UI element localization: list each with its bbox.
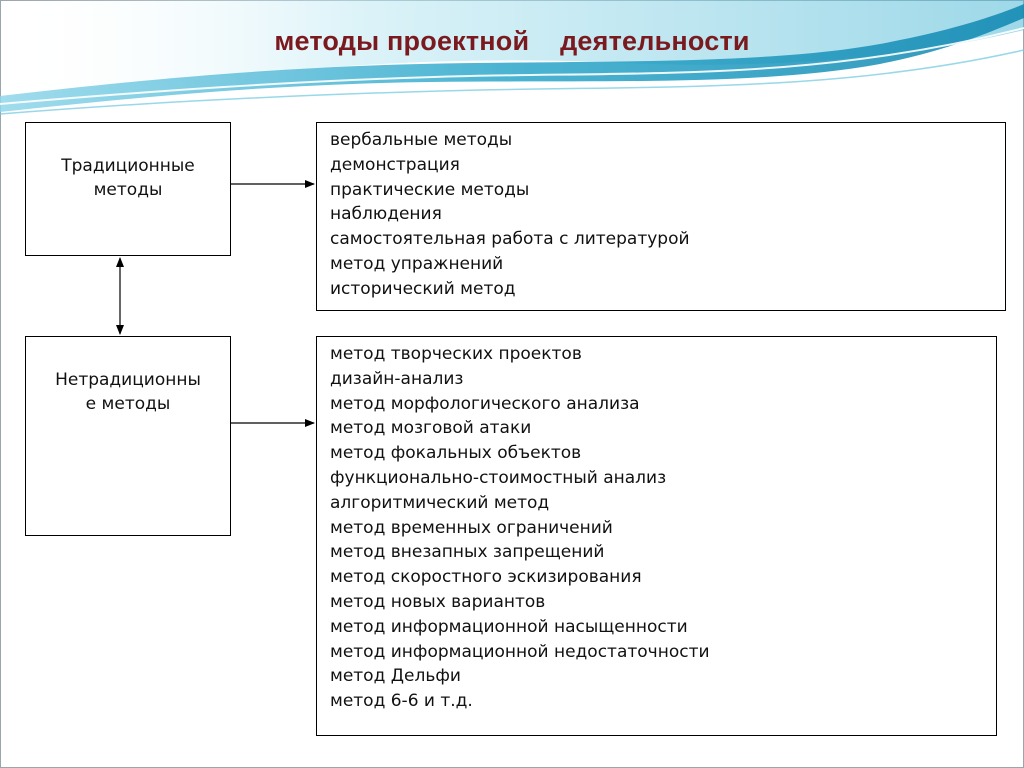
list-item: метод 6-6 и т.д. — [330, 691, 473, 712]
nontraditional-methods-list: метод творческих проектов дизайн-анализ … — [330, 342, 710, 714]
list-item: исторический метод — [330, 278, 516, 299]
traditional-label-line-2: методы — [93, 180, 163, 200]
list-item: функционально-стоимостный анализ — [330, 467, 667, 488]
traditional-methods-list-box — [316, 122, 1006, 311]
nontraditional-methods-list-box — [316, 336, 997, 736]
nontraditional-methods-box — [25, 336, 231, 536]
list-item: дизайн-анализ — [330, 368, 464, 389]
slide-title: методы проектной деятельности — [274, 26, 750, 56]
nontraditional-label-line-2: е методы — [85, 394, 171, 414]
list-item: метод скоростного эскизирования — [330, 567, 642, 588]
list-item: метод временных ограничений — [330, 517, 613, 538]
traditional-label-line-1: Традиционные — [61, 156, 195, 176]
list-item: метод новых вариантов — [330, 591, 546, 612]
list-item: алгоритмический метод — [330, 492, 550, 513]
list-item: метод морфологического анализа — [330, 393, 640, 414]
list-item: наблюдения — [330, 204, 442, 225]
list-item: метод внезапных запрещений — [330, 542, 605, 563]
list-item: метод информационной недостаточности — [330, 641, 710, 662]
traditional-methods-list: вербальные методы демонстрация практичес… — [330, 128, 690, 302]
nontraditional-methods-label: Нетрадиционны е методы — [25, 368, 231, 416]
header-waves — [0, 0, 1024, 115]
nontraditional-label-line-1: Нетрадиционны — [55, 370, 201, 390]
list-item: практические методы — [330, 179, 530, 200]
list-item: вербальные методы — [330, 130, 513, 150]
traditional-methods-box — [25, 122, 231, 256]
list-item: демонстрация — [330, 154, 460, 175]
list-item: метод информационной насыщенности — [330, 616, 688, 637]
list-item: метод Дельфи — [330, 666, 461, 687]
traditional-methods-label: Традиционные методы — [25, 154, 231, 202]
list-item: метод творческих проектов — [330, 344, 582, 364]
list-item: самостоятельная работа с литературой — [330, 229, 690, 250]
list-item: метод фокальных объектов — [330, 443, 582, 464]
list-item: метод мозговой атаки — [330, 418, 532, 439]
list-item: метод упражнений — [330, 253, 504, 274]
